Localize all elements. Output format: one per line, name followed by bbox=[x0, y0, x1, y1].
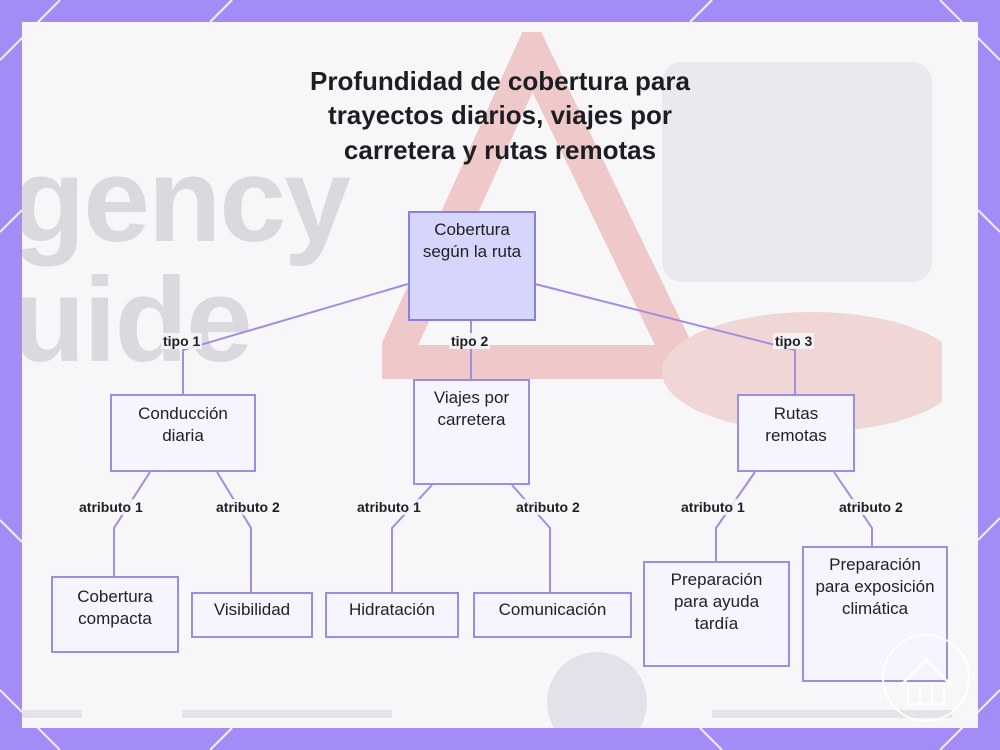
edge-label-tipo-2: tipo 2 bbox=[449, 333, 490, 349]
node-visibility[interactable]: Visibilidad bbox=[191, 592, 313, 638]
edge-daily-visibility bbox=[217, 472, 251, 592]
node-communication[interactable]: Comunicación bbox=[473, 592, 632, 638]
node-late-help-preparation[interactable]: Preparación para ayuda tardía bbox=[643, 561, 790, 667]
house-logo-icon bbox=[884, 636, 968, 720]
edge-remote-late bbox=[716, 472, 755, 561]
edge-label-road-attr-2: atributo 2 bbox=[514, 499, 582, 515]
edge-daily-compact bbox=[114, 472, 150, 576]
edge-label-road-attr-1: atributo 1 bbox=[355, 499, 423, 515]
node-remote-routes[interactable]: Rutas remotas bbox=[737, 394, 855, 472]
node-road-trips[interactable]: Viajes por carretera bbox=[413, 379, 530, 485]
node-daily-driving[interactable]: Conducción diaria bbox=[110, 394, 256, 472]
edge-root-daily bbox=[183, 284, 408, 394]
edge-label-tipo-1: tipo 1 bbox=[161, 333, 202, 349]
diagram-card: gency uide Profundidad de cobertura para… bbox=[22, 22, 978, 728]
node-root[interactable]: Cobertura según la ruta bbox=[408, 211, 536, 321]
edge-root-remote bbox=[535, 284, 795, 394]
watermark-logo bbox=[882, 634, 970, 722]
edge-label-daily-attr-1: atributo 1 bbox=[77, 499, 145, 515]
edge-label-tipo-3: tipo 3 bbox=[773, 333, 814, 349]
edge-label-remote-attr-1: atributo 1 bbox=[679, 499, 747, 515]
node-hydration[interactable]: Hidratación bbox=[325, 592, 459, 638]
edge-label-remote-attr-2: atributo 2 bbox=[837, 499, 905, 515]
node-compact-coverage[interactable]: Cobertura compacta bbox=[51, 576, 179, 653]
edge-label-daily-attr-2: atributo 2 bbox=[214, 499, 282, 515]
